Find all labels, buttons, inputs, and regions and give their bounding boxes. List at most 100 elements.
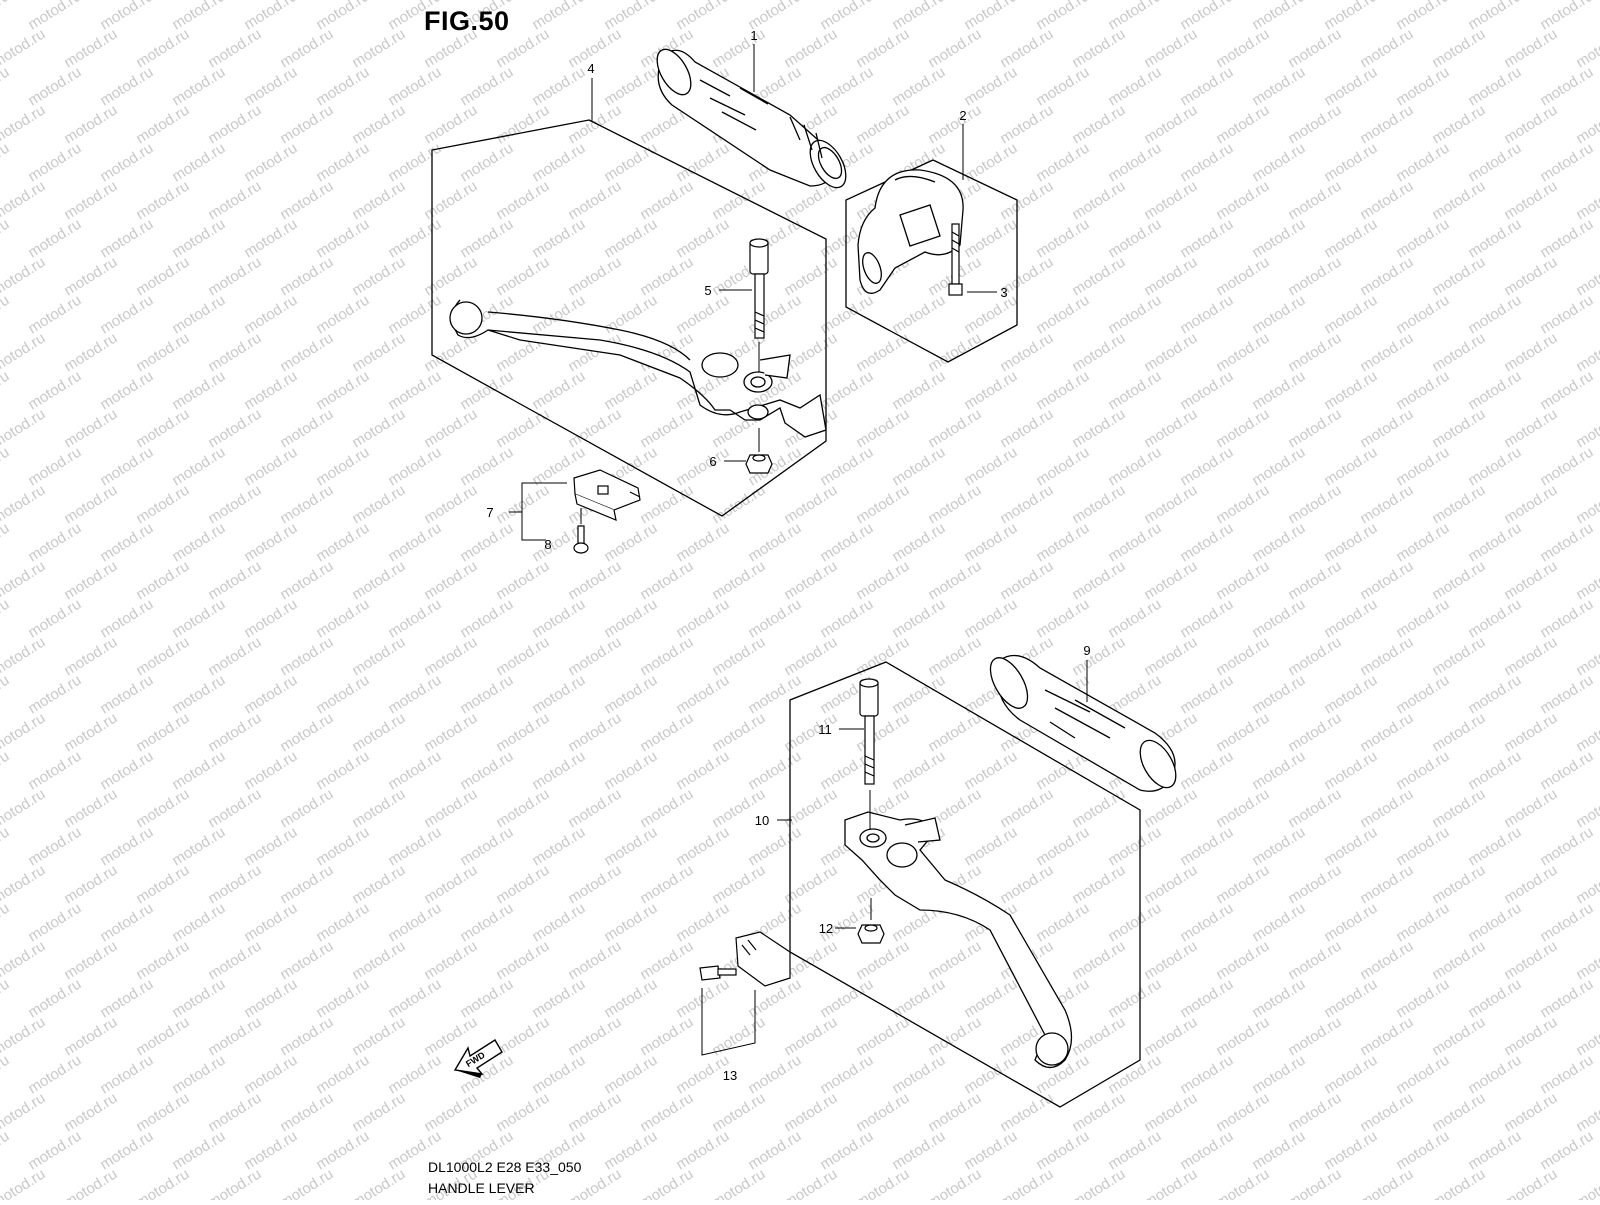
watermark-text: motod.ru — [1141, 254, 1200, 300]
watermark-text: motod.ru — [205, 178, 264, 224]
watermark-text: motod.ru — [1213, 102, 1272, 148]
watermark-text: motod.ru — [1213, 938, 1272, 984]
watermark-text: motod.ru — [1213, 1090, 1272, 1136]
watermark-text: motod.ru — [313, 216, 372, 262]
watermark-text: motod.ru — [925, 1090, 984, 1136]
watermark-text: motod.ru — [1573, 1166, 1600, 1200]
watermark-text: motod.ru — [133, 254, 192, 300]
watermark-text: motod.ru — [1465, 444, 1524, 490]
watermark-text: motod.ru — [1213, 634, 1272, 680]
watermark-text: motod.ru — [169, 824, 228, 870]
watermark-text: motod.ru — [1321, 596, 1380, 642]
watermark-text: motod.ru — [205, 710, 264, 756]
watermark-text: motod.ru — [1429, 786, 1488, 832]
watermark-text: motod.ru — [1141, 938, 1200, 984]
watermark-text: motod.ru — [0, 216, 12, 262]
watermark-text: motod.ru — [349, 1014, 408, 1060]
watermark-text: motod.ru — [745, 1052, 804, 1098]
watermark-text: motod.ru — [817, 1128, 876, 1174]
watermark-text: motod.ru — [277, 254, 336, 300]
watermark-text: motod.ru — [0, 1014, 48, 1060]
watermark-text: motod.ru — [853, 406, 912, 452]
watermark-text: motod.ru — [61, 1166, 120, 1200]
watermark-text: motod.ru — [1465, 672, 1524, 718]
watermark-text: motod.ru — [241, 216, 300, 262]
watermark-text: motod.ru — [1213, 786, 1272, 832]
watermark-text: motod.ru — [673, 216, 732, 262]
watermark-text: motod.ru — [133, 1166, 192, 1200]
watermark-text: motod.ru — [1357, 862, 1416, 908]
watermark-text: motod.ru — [277, 786, 336, 832]
watermark-text: motod.ru — [1069, 1166, 1128, 1200]
watermark-text: motod.ru — [1033, 292, 1092, 338]
watermark-text: motod.ru — [637, 634, 696, 680]
watermark-text: motod.ru — [673, 824, 732, 870]
watermark-text: motod.ru — [529, 368, 588, 414]
watermark-text: motod.ru — [961, 748, 1020, 794]
watermark-text: motod.ru — [1105, 900, 1164, 946]
watermark-text: motod.ru — [601, 900, 660, 946]
watermark-text: motod.ru — [1429, 178, 1488, 224]
callout-1: 1 — [750, 28, 757, 43]
watermark-text: motod.ru — [349, 330, 408, 376]
watermark-text: motod.ru — [1537, 976, 1596, 1022]
watermark-text: motod.ru — [313, 140, 372, 186]
watermark-text: motod.ru — [1033, 824, 1092, 870]
watermark-text: motod.ru — [25, 216, 84, 262]
watermark-text: motod.ru — [349, 558, 408, 604]
watermark-text: motod.ru — [0, 330, 48, 376]
throttle-housing-part-2 — [857, 169, 964, 294]
watermark-text: motod.ru — [133, 482, 192, 528]
watermark-text: motod.ru — [241, 900, 300, 946]
watermark-text: motod.ru — [205, 558, 264, 604]
callout-13: 13 — [723, 1068, 737, 1083]
watermark-text: motod.ru — [349, 1090, 408, 1136]
watermark-text: motod.ru — [637, 1090, 696, 1136]
watermark-text: motod.ru — [601, 976, 660, 1022]
watermark-text: motod.ru — [169, 748, 228, 794]
watermark-text: motod.ru — [385, 672, 444, 718]
watermark-text: motod.ru — [205, 102, 264, 148]
watermark-text: motod.ru — [781, 558, 840, 604]
watermark-text: motod.ru — [853, 1090, 912, 1136]
watermark-text: motod.ru — [1249, 444, 1308, 490]
watermark-text: motod.ru — [385, 444, 444, 490]
watermark-text: motod.ru — [205, 330, 264, 376]
watermark-text: motod.ru — [61, 634, 120, 680]
watermark-text: motod.ru — [493, 1090, 552, 1136]
watermark-text: motod.ru — [601, 1052, 660, 1098]
watermark-text: motod.ru — [313, 64, 372, 110]
watermark-text: motod.ru — [205, 938, 264, 984]
watermark-text: motod.ru — [889, 1052, 948, 1098]
watermark-text: motod.ru — [169, 1128, 228, 1174]
callout-5: 5 — [704, 283, 711, 298]
watermark-text: motod.ru — [313, 1128, 372, 1174]
watermark-text: motod.ru — [277, 1166, 336, 1200]
watermark-text: motod.ru — [0, 1128, 12, 1174]
watermark-text: motod.ru — [493, 558, 552, 604]
watermark-text: motod.ru — [1213, 254, 1272, 300]
watermark-text: motod.ru — [493, 102, 552, 148]
watermark-text: motod.ru — [1213, 330, 1272, 376]
watermark-text: motod.ru — [97, 216, 156, 262]
watermark-text: motod.ru — [25, 292, 84, 338]
watermark-text: motod.ru — [133, 330, 192, 376]
watermark-text: motod.ru — [961, 824, 1020, 870]
screw-part-3 — [948, 223, 963, 296]
watermark-text: motod.ru — [1285, 558, 1344, 604]
watermark-text: motod.ru — [889, 444, 948, 490]
watermark-text: motod.ru — [457, 672, 516, 718]
watermark-text: motod.ru — [1357, 254, 1416, 300]
watermark-text: motod.ru — [529, 672, 588, 718]
watermark-text: motod.ru — [1321, 748, 1380, 794]
watermark-text: motod.ru — [601, 368, 660, 414]
watermark-text: motod.ru — [1393, 748, 1452, 794]
watermark-text: motod.ru — [493, 938, 552, 984]
watermark-text: motod.ru — [169, 292, 228, 338]
watermark-text: motod.ru — [925, 938, 984, 984]
watermark-text: motod.ru — [457, 64, 516, 110]
watermark-text: motod.ru — [781, 634, 840, 680]
watermark-text: motod.ru — [169, 64, 228, 110]
watermark-text: motod.ru — [313, 672, 372, 718]
watermark-text: motod.ru — [0, 824, 12, 870]
